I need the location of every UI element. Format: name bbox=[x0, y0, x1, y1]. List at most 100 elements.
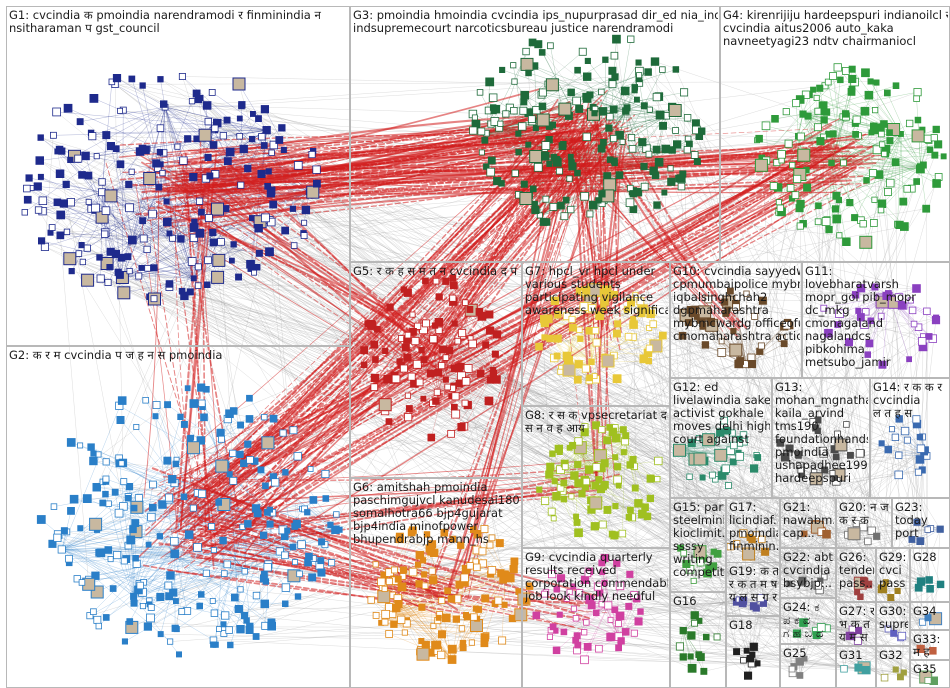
graph-node bbox=[878, 360, 887, 369]
graph-node bbox=[813, 581, 822, 590]
graph-node bbox=[575, 589, 584, 597]
graph-node bbox=[614, 320, 622, 328]
graph-node bbox=[579, 302, 589, 311]
group-box-g20 bbox=[836, 498, 892, 548]
graph-node bbox=[444, 383, 451, 391]
graph-node bbox=[232, 77, 246, 91]
group-label-line: metsubo_jamir bbox=[805, 355, 891, 369]
group-label-line: G31 bbox=[839, 649, 863, 662]
graph-node bbox=[835, 309, 844, 318]
graph-node bbox=[152, 413, 159, 420]
graph-node bbox=[415, 550, 425, 560]
graph-node bbox=[485, 326, 495, 335]
graph-node bbox=[460, 573, 469, 582]
graph-node bbox=[449, 535, 457, 543]
graph-node bbox=[155, 183, 163, 191]
graph-node bbox=[381, 618, 389, 626]
group-box-g19 bbox=[726, 562, 780, 616]
graph-node bbox=[221, 611, 230, 620]
graph-node bbox=[447, 644, 457, 654]
graph-node bbox=[907, 297, 914, 304]
graph-node bbox=[102, 614, 110, 621]
graph-node bbox=[219, 132, 228, 140]
graph-node bbox=[284, 527, 291, 534]
graph-node bbox=[165, 592, 174, 601]
graph-node bbox=[698, 305, 712, 319]
graph-node bbox=[603, 505, 612, 514]
graph-node bbox=[908, 306, 917, 315]
graph-node bbox=[699, 322, 707, 330]
graph-node bbox=[730, 327, 737, 335]
graph-node bbox=[497, 120, 504, 127]
graph-node bbox=[68, 267, 75, 275]
graph-node bbox=[91, 571, 100, 580]
graph-node bbox=[237, 586, 244, 593]
graph-node bbox=[67, 506, 75, 515]
graph-node bbox=[433, 388, 441, 396]
graph-node bbox=[164, 401, 171, 409]
graph-node bbox=[404, 413, 413, 422]
graph-node bbox=[812, 631, 821, 639]
graph-node bbox=[377, 590, 391, 604]
graph-node bbox=[209, 228, 217, 237]
graph-node bbox=[557, 201, 565, 210]
graph-node bbox=[547, 42, 554, 50]
graph-node bbox=[63, 228, 71, 236]
graph-node bbox=[877, 199, 887, 208]
graph-node bbox=[924, 677, 932, 685]
graph-node bbox=[794, 450, 802, 458]
group-label-line: bsybjp... bbox=[783, 576, 832, 590]
graph-node bbox=[198, 399, 206, 407]
graph-node bbox=[441, 613, 451, 623]
graph-node bbox=[585, 326, 594, 335]
graph-node bbox=[588, 358, 595, 366]
graph-node bbox=[857, 593, 864, 600]
graph-node bbox=[654, 157, 664, 167]
node-cluster-g17 bbox=[726, 529, 770, 561]
graph-node bbox=[174, 143, 181, 150]
graph-node bbox=[510, 557, 519, 566]
graph-node bbox=[175, 651, 182, 658]
graph-node bbox=[437, 630, 446, 639]
graph-node bbox=[210, 641, 217, 648]
group-label-line: G4: kirenrijiju hardeepspuri indianoilcl… bbox=[723, 9, 948, 22]
graph-node bbox=[613, 463, 622, 471]
graph-node bbox=[864, 90, 874, 100]
graph-node bbox=[184, 530, 194, 539]
graph-node bbox=[879, 141, 886, 148]
graph-node bbox=[592, 338, 601, 347]
graph-node bbox=[723, 426, 732, 435]
group-label-line: activist gokhale bbox=[673, 406, 764, 420]
graph-node bbox=[429, 548, 439, 557]
group-label-line: G26: bbox=[839, 551, 867, 564]
graph-node bbox=[630, 315, 637, 322]
graph-node bbox=[815, 202, 822, 210]
group-label-line: G13: bbox=[775, 381, 803, 394]
graph-node bbox=[172, 460, 180, 468]
graph-node bbox=[428, 567, 436, 575]
graph-node bbox=[209, 238, 218, 247]
graph-node bbox=[816, 84, 824, 92]
node-cluster-g23 bbox=[908, 518, 944, 545]
graph-node bbox=[132, 555, 139, 562]
graph-node bbox=[56, 231, 65, 240]
graph-node bbox=[429, 576, 438, 585]
group-label-line: cmonagaland bbox=[805, 316, 884, 330]
graph-node bbox=[801, 530, 808, 537]
graph-node bbox=[243, 617, 250, 624]
graph-node bbox=[622, 628, 630, 636]
graph-node bbox=[758, 296, 767, 305]
graph-node bbox=[552, 491, 561, 501]
graph-node bbox=[541, 141, 551, 150]
graph-node bbox=[677, 174, 686, 183]
graph-node bbox=[69, 494, 79, 504]
graph-node bbox=[282, 469, 289, 476]
graph-node bbox=[200, 413, 208, 422]
graph-node bbox=[202, 101, 212, 110]
graph-node bbox=[574, 528, 583, 538]
group-label-line: bjp4india minofpower bbox=[353, 519, 479, 533]
graph-node bbox=[627, 133, 636, 142]
graph-node bbox=[589, 200, 598, 210]
graph-node bbox=[859, 235, 873, 249]
